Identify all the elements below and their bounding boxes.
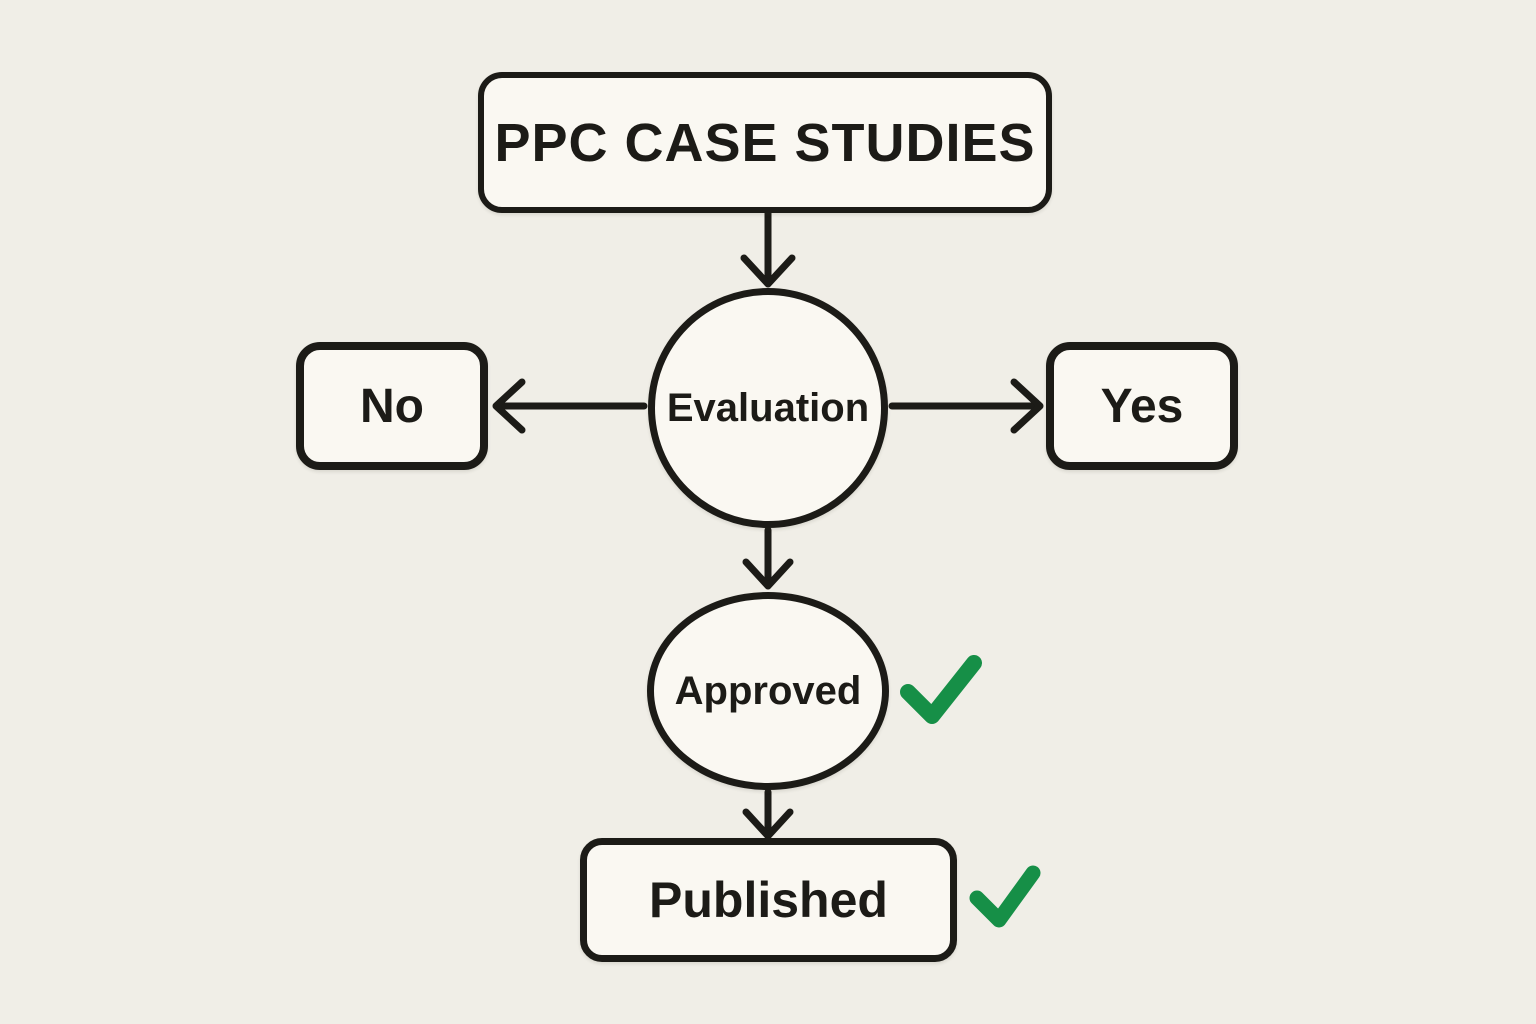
node-approved: Approved [647,592,889,790]
edge-evaluation-to-approved [742,526,794,590]
edge-approved-to-published [742,788,794,840]
node-published-label: Published [649,872,888,928]
node-evaluation-label: Evaluation [666,385,870,430]
node-no: No [296,342,488,470]
node-ppc-case-studies-label: PPC CASE STUDIES [494,112,1036,173]
edge-evaluation-to-no [492,378,648,434]
node-no-label: No [360,379,424,433]
node-approved-label: Approved [674,668,862,713]
node-published: Published [580,838,957,962]
node-ppc-case-studies: PPC CASE STUDIES [478,72,1052,213]
node-evaluation: Evaluation [648,288,888,528]
edge-title-to-evaluation [740,209,796,288]
edge-evaluation-to-yes [888,378,1044,434]
published-check-icon [968,862,1042,935]
approved-check-icon [898,652,982,733]
node-yes: Yes [1046,342,1238,470]
node-yes-label: Yes [1100,379,1184,433]
